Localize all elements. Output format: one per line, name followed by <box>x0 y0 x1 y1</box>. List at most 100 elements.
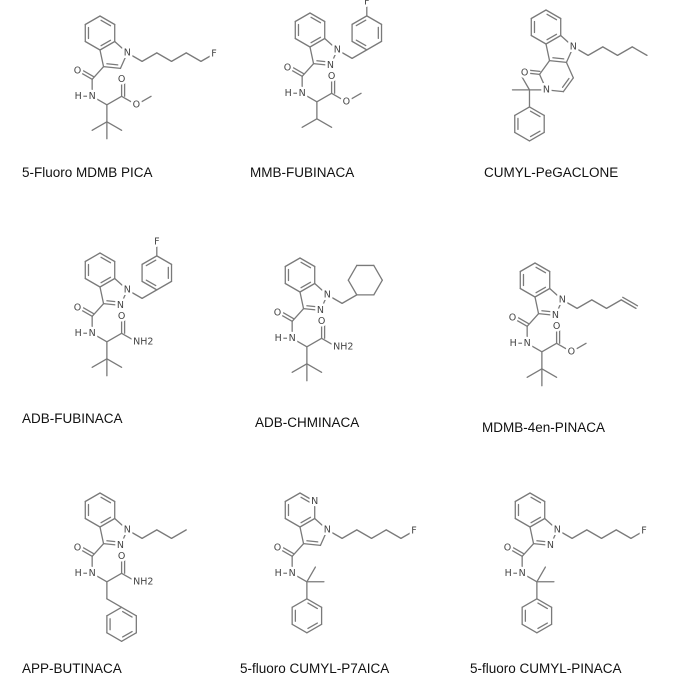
bond-line <box>301 62 315 77</box>
bond-line <box>534 287 551 298</box>
bond-line <box>514 517 531 528</box>
atom-label-o-carbonyl: O <box>74 542 81 553</box>
bond-line <box>301 92 318 103</box>
bond-line <box>355 39 367 47</box>
bond-line <box>347 279 358 296</box>
bond-line <box>324 37 339 51</box>
bond-line <box>310 36 322 44</box>
atom-label-n2: N <box>547 540 554 551</box>
bond-line <box>560 34 575 48</box>
bond-line <box>106 598 123 608</box>
compound-name-adb-fubinaca: ADB-FUBINACA <box>22 411 123 426</box>
bond-line <box>385 529 402 540</box>
atom-label-nh2: NH2 <box>133 336 153 347</box>
bond-line <box>529 526 535 545</box>
bond-line <box>561 77 570 88</box>
bond-line <box>602 46 619 57</box>
bond-line <box>514 131 531 142</box>
atom-label-n1: N <box>570 41 577 52</box>
bond-line <box>306 363 323 373</box>
bond-line <box>513 314 530 325</box>
atom-label-o-ester-dbl: O <box>328 71 335 82</box>
bond-line <box>309 12 326 23</box>
atom-label-o-amide2: O <box>118 311 125 322</box>
bond-line <box>306 598 323 608</box>
bond-line <box>541 342 558 353</box>
bond-line <box>119 529 129 547</box>
bond-line <box>541 310 554 313</box>
atom-label-n2: N <box>327 60 334 71</box>
bond-line <box>170 529 187 540</box>
bond-line <box>102 542 122 547</box>
atom-label-n1: N <box>559 294 566 305</box>
bond-line <box>523 72 541 76</box>
atom-label-h-amide: H <box>75 568 82 579</box>
bond-line <box>521 542 535 557</box>
bond-line <box>119 52 129 70</box>
atom-label-o-amide2: O <box>118 551 125 562</box>
atom-label-n7: N <box>311 496 318 507</box>
bond-line <box>276 312 293 322</box>
bond-line <box>120 632 137 642</box>
atom-label-o-carbonyl: O <box>274 542 281 553</box>
bond-line <box>106 572 123 583</box>
bond-line <box>99 40 116 51</box>
atom-label-n1: N <box>334 44 341 55</box>
atom-label-o-carbonyl: O <box>74 65 81 76</box>
bond-line <box>276 547 293 557</box>
bond-line <box>326 529 343 540</box>
compound-name-adb-chminaca: ADB-CHMINACA <box>255 415 359 430</box>
bond-line <box>561 299 578 310</box>
atom-label-f: F <box>211 48 216 59</box>
bond-line <box>537 602 549 610</box>
bond-line <box>535 266 547 274</box>
bond-line <box>556 529 573 540</box>
bond-line <box>314 517 329 531</box>
bond-line <box>302 307 322 312</box>
bond-line <box>291 363 308 373</box>
atom-label-n-lactam: N <box>543 84 550 95</box>
bond-line <box>526 368 543 378</box>
bond-line <box>294 12 311 23</box>
bond-line <box>99 252 116 263</box>
bond-line <box>572 46 589 57</box>
bond-line <box>549 529 559 547</box>
bond-line <box>571 529 588 540</box>
bond-line <box>616 46 633 57</box>
atom-label-h-amide: H <box>510 338 517 349</box>
bond-line <box>278 544 295 555</box>
bond-line <box>106 606 123 617</box>
bond-line <box>309 46 315 65</box>
bond-line <box>99 15 116 26</box>
bond-line <box>91 572 108 583</box>
atom-label-f: F <box>154 236 159 247</box>
bond-line <box>284 492 301 503</box>
bond-line <box>135 95 152 106</box>
bond-line <box>84 252 101 263</box>
bond-line <box>100 39 112 47</box>
bond-line <box>141 255 158 266</box>
structure-cumyl-pegaclone: NON <box>511 9 648 142</box>
bond-line <box>99 277 116 288</box>
atom-label-nh2: NH2 <box>333 341 353 352</box>
atom-label-o-ester: O <box>133 99 140 110</box>
bond-line <box>99 526 105 545</box>
bond-line <box>631 46 648 57</box>
bond-line <box>314 282 329 296</box>
bond-line <box>145 259 157 267</box>
bond-line <box>541 368 558 378</box>
bond-line <box>106 540 119 543</box>
bond-line <box>76 307 93 317</box>
atom-label-n2: N <box>117 540 124 551</box>
bond-line <box>319 294 329 312</box>
bond-line <box>106 121 123 131</box>
bond-line <box>156 280 173 291</box>
bond-line <box>170 52 187 63</box>
bond-line <box>519 287 536 298</box>
bond-line <box>546 33 558 41</box>
atom-label-h-amide: H <box>505 568 512 579</box>
bond-line <box>141 529 158 540</box>
